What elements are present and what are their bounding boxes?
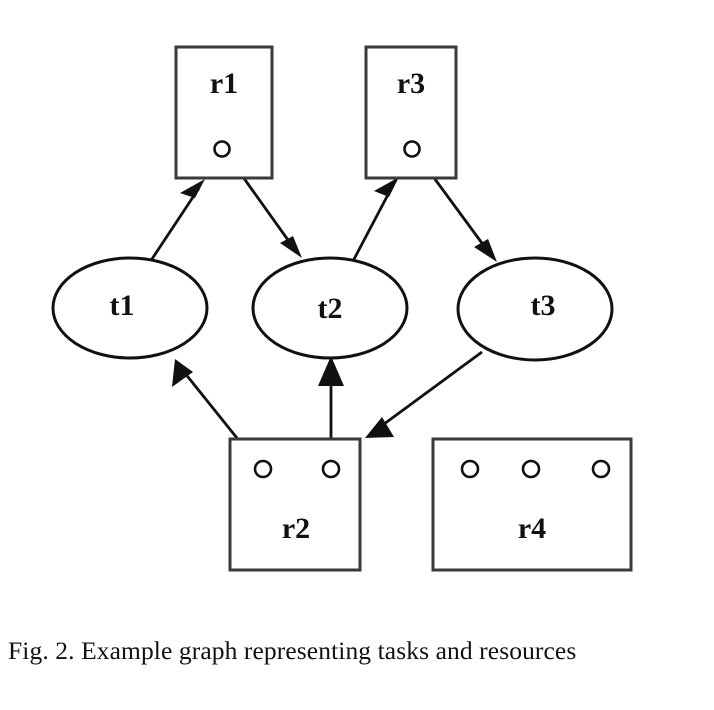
port-icon-r4-p1[interactable] — [460, 459, 480, 479]
port-icon-r2-p2[interactable] — [321, 459, 341, 479]
node-r2-label: r2 — [282, 512, 310, 545]
figure-caption: Fig. 2. Example graph representing tasks… — [8, 636, 577, 665]
node-layer: r1 r3 t1 t2 t3 — [51, 45, 633, 572]
edge-line-t1-r1 — [146, 187, 201, 266]
edge-t3-to-r2 — [365, 350, 483, 438]
arrowhead-t2-r3 — [374, 177, 399, 197]
port-icon-r3-p1[interactable] — [403, 140, 421, 158]
node-t1-ellipse[interactable] — [51, 256, 209, 360]
arrowhead-r2-t2 — [318, 356, 344, 386]
port-icon-r1-p1[interactable] — [213, 140, 231, 158]
arrowhead-r2-t1 — [172, 359, 193, 387]
node-r1[interactable]: r1 — [174, 45, 274, 180]
node-r1-label: r1 — [210, 67, 238, 100]
node-r2-box[interactable] — [228, 437, 362, 572]
node-t3[interactable]: t3 — [456, 256, 614, 362]
node-t2-ellipse[interactable] — [251, 256, 409, 360]
edge-line-t2-r3 — [350, 186, 394, 264]
node-r2[interactable]: r2 — [228, 437, 362, 572]
arrowhead-r3-t3 — [474, 239, 497, 262]
node-r4-box[interactable] — [431, 437, 633, 572]
node-t3-ellipse[interactable] — [456, 256, 614, 362]
arrowhead-t1-r1 — [180, 179, 205, 198]
node-t3-label: t3 — [531, 289, 556, 322]
task-resource-graph: r1 r3 t1 t2 t3 — [51, 45, 633, 572]
node-r4-label: r4 — [518, 512, 546, 545]
edge-line-t3-r2 — [379, 350, 483, 429]
port-icon-r2-p1[interactable] — [253, 459, 273, 479]
arrowhead-t3-r2 — [365, 417, 394, 438]
node-t1-label: t1 — [110, 289, 135, 322]
edge-t2-to-r3 — [350, 177, 399, 264]
node-t1[interactable]: t1 — [51, 256, 209, 360]
node-r4[interactable]: r4 — [431, 437, 633, 572]
node-t2-label: t2 — [318, 292, 343, 325]
edge-t1-to-r1 — [146, 179, 205, 266]
arrowhead-r1-t2 — [280, 236, 302, 258]
port-icon-r4-p2[interactable] — [521, 459, 541, 479]
node-t2[interactable]: t2 — [251, 256, 409, 360]
node-r3-label: r3 — [397, 67, 425, 100]
port-icon-r4-p3[interactable] — [591, 459, 611, 479]
node-r3[interactable]: r3 — [364, 45, 458, 180]
